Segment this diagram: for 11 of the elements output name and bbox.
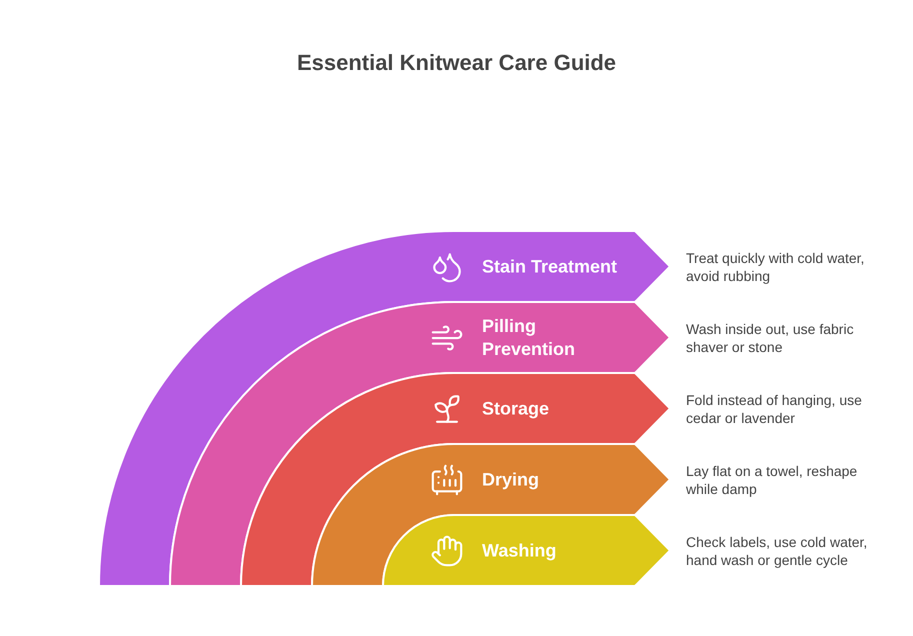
- band-label: Drying: [482, 468, 540, 491]
- description-text: Fold instead of hanging, use cedar or lavender: [686, 390, 863, 426]
- band-label: Storage: [482, 397, 550, 420]
- description-text: Lay flat on a towel, reshape while damp: [686, 462, 858, 498]
- title: Essential Knitwear Care Guide: [296, 50, 618, 76]
- band-label: Pilling Prevention: [482, 314, 576, 360]
- band-label: Stain Treatment: [482, 255, 618, 278]
- description-text: Check labels, use cold water, hand wash or gentle cycle: [686, 532, 868, 568]
- description-text: Treat quickly with cold water, avoid rubbing: [686, 248, 866, 284]
- description-text: Wash inside out, use fabric shaver or stone: [686, 320, 855, 356]
- band-label: Washing: [482, 539, 558, 562]
